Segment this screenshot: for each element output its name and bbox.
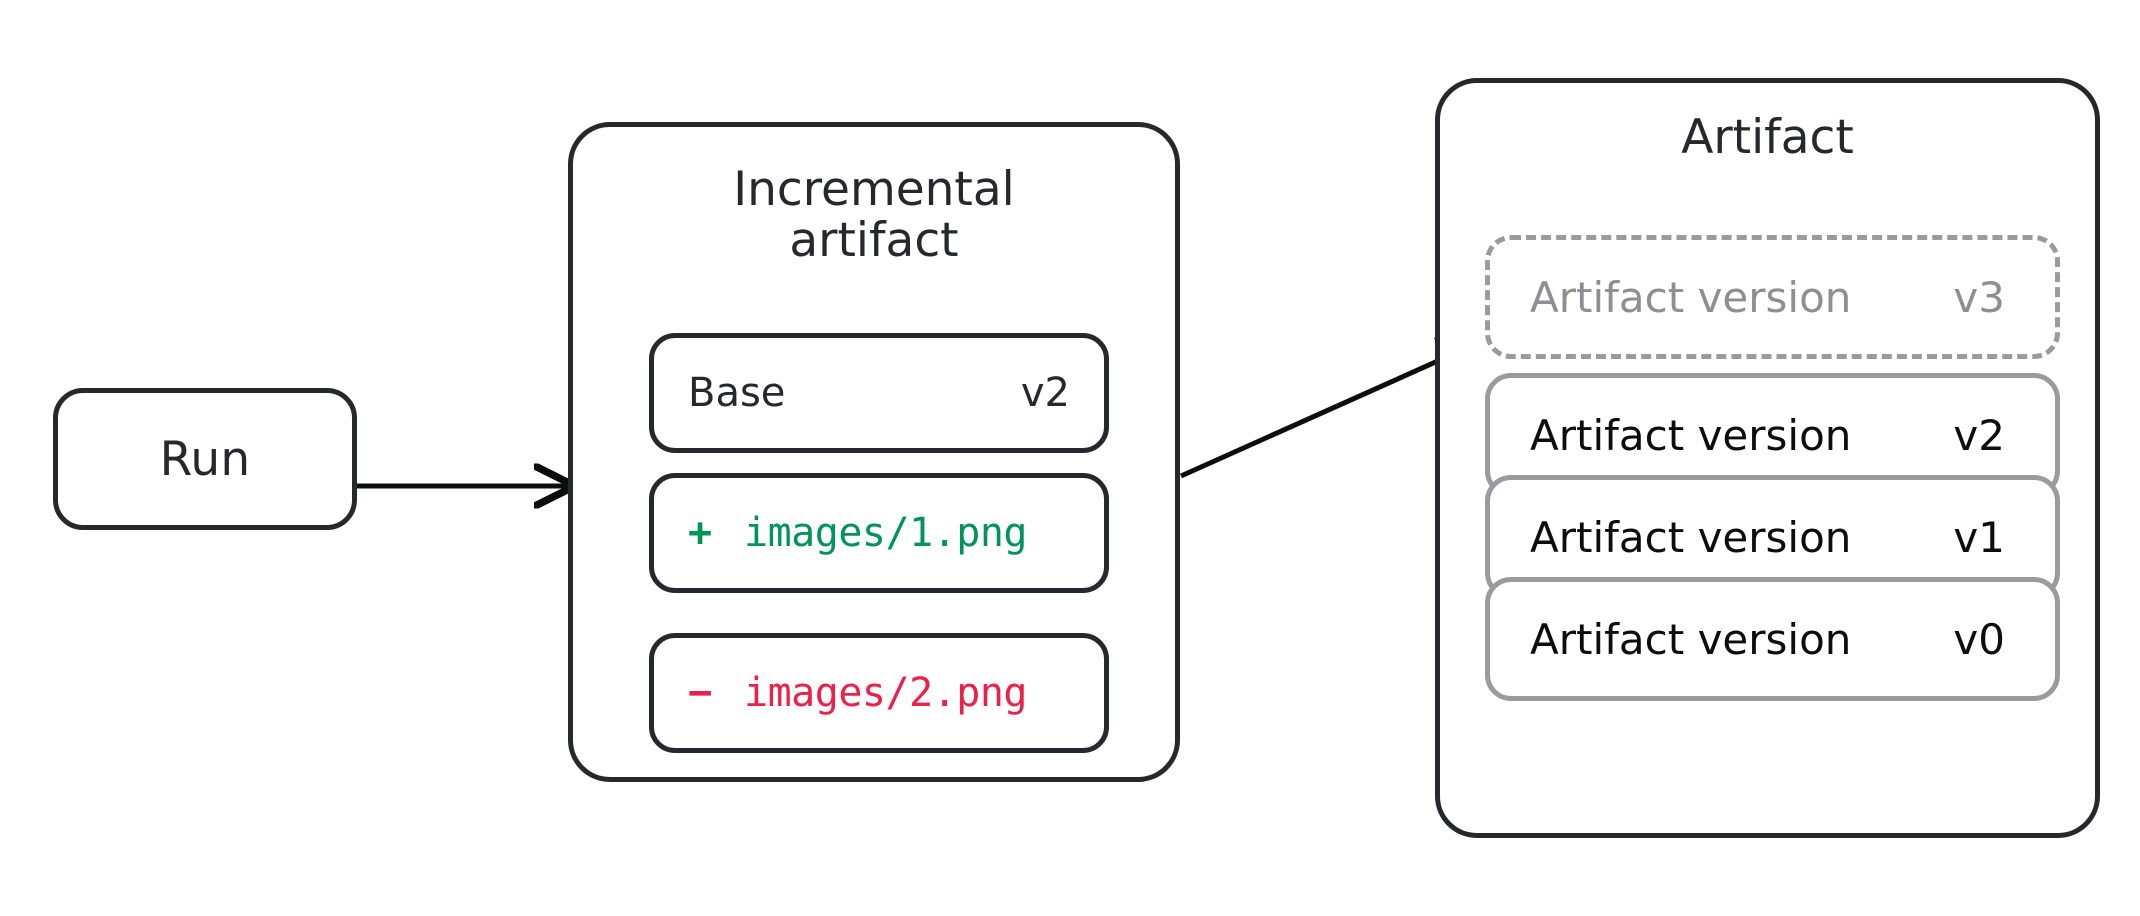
incremental-row-removed-file[interactable]: − images/2.png <box>649 633 1109 753</box>
artifact-version-row-v1-value: v1 <box>1953 512 2005 562</box>
artifact-version-row-v3-value: v3 <box>1953 272 2005 322</box>
incremental-row-base[interactable]: Base v2 <box>649 333 1109 453</box>
artifact-version-row-v2-value: v2 <box>1953 410 2005 460</box>
artifact-version-row-v2-label: Artifact version <box>1530 410 1852 460</box>
incremental-row-added-path: images/1.png <box>744 510 1027 556</box>
artifact-version-row-v0[interactable]: Artifact version v0 <box>1485 577 2060 701</box>
run-node[interactable]: Run <box>53 388 357 530</box>
artifact-version-row-v0-label: Artifact version <box>1530 614 1852 664</box>
incremental-artifact-node[interactable]: Incremental artifact Base v2 + images/1.… <box>568 122 1180 782</box>
artifact-version-row-v1-label: Artifact version <box>1530 512 1852 562</box>
incremental-row-removed-path: images/2.png <box>744 670 1027 716</box>
plus-icon: + <box>688 510 713 556</box>
artifact-version-row-v0-value: v0 <box>1953 614 2005 664</box>
artifact-version-row-v3-label: Artifact version <box>1530 272 1852 322</box>
run-node-label: Run <box>159 431 251 487</box>
incremental-row-base-version: v2 <box>1020 370 1070 416</box>
incremental-row-base-name: Base <box>688 370 786 416</box>
minus-icon: − <box>688 670 713 716</box>
artifact-node[interactable]: Artifact Artifact version v3 Artifact ve… <box>1435 78 2100 838</box>
artifact-title: Artifact <box>1681 110 1854 165</box>
incremental-row-added-file[interactable]: + images/1.png <box>649 473 1109 593</box>
incremental-artifact-title: Incremental artifact <box>733 162 1015 268</box>
artifact-version-row-v3[interactable]: Artifact version v3 <box>1485 235 2060 359</box>
connector-incremental-to-artifact <box>1179 343 1478 479</box>
